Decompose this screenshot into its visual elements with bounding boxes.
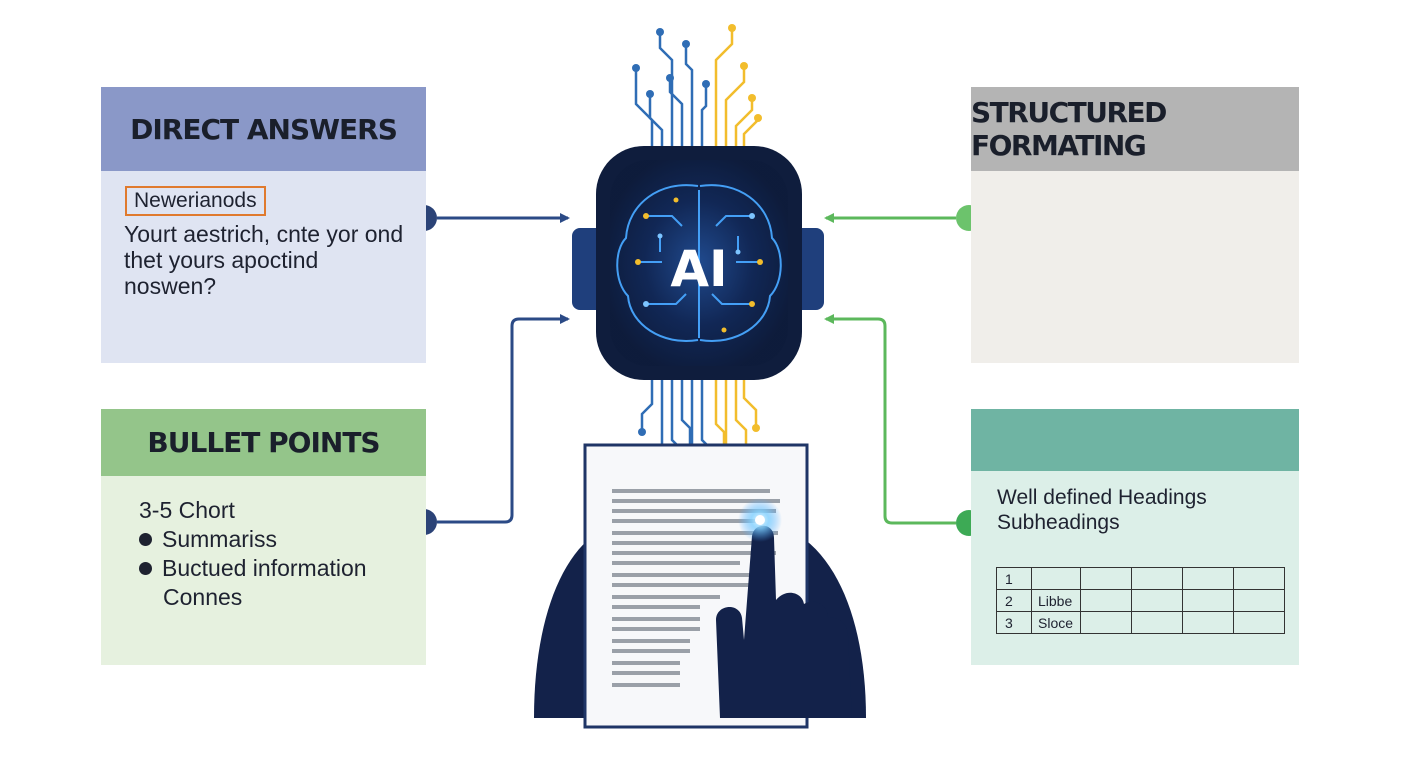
answer-text: Yourt aestrich, cnte yor ond thet yours …	[124, 221, 404, 299]
pointing-hand-icon	[716, 498, 852, 718]
connector-structured-formatting	[824, 205, 982, 231]
headings-text: Well defined Headings Subheadings	[997, 485, 1207, 535]
mini-table: 1 2 Libbe 3 Sloce	[996, 567, 1285, 634]
table-row: 1	[996, 567, 1285, 590]
ai-chip-label: AI	[670, 240, 727, 298]
table-cell: Sloce	[1031, 611, 1081, 634]
card-body: 3-5 Chort Summariss Buctued information …	[101, 476, 426, 665]
list-item-text: 3-5 Chort	[139, 497, 235, 523]
table-cell: 2	[996, 589, 1032, 612]
card-structured-formatting: STRUCTURED FORMATING	[971, 87, 1299, 363]
table-cell: 1	[996, 567, 1032, 590]
subheading-line: Subheadings	[997, 511, 1120, 534]
card-direct-answers: DIRECT ANSWERS Newerianods Yourt aestric…	[101, 87, 426, 363]
circuit-traces-top	[632, 24, 762, 160]
bullet-list: 3-5 Chort Summariss Buctued information …	[139, 496, 367, 612]
ai-chip: AI	[572, 146, 824, 380]
card-bullet-points: BULLET POINTS 3-5 Chort Summariss Buctue…	[101, 409, 426, 665]
connector-bullet-points	[411, 314, 570, 535]
card-body	[971, 171, 1299, 363]
list-item-text: Summariss	[162, 526, 278, 552]
card-title: BULLET POINTS	[101, 409, 426, 476]
list-item: 3-5 Chort	[139, 496, 367, 525]
card-header-bar	[971, 409, 1299, 471]
list-item: Buctued information	[139, 554, 367, 583]
table-row: 2 Libbe	[996, 589, 1285, 612]
card-title: STRUCTURED FORMATING	[971, 87, 1299, 171]
highlighted-answer: Newerianods	[125, 186, 266, 216]
table-cell: 3	[996, 611, 1032, 634]
table-cell	[1031, 567, 1081, 590]
card-title: DIRECT ANSWERS	[101, 87, 426, 171]
list-item: Summariss	[139, 525, 367, 554]
card-headings: Well defined Headings Subheadings 1 2 Li…	[971, 409, 1299, 665]
connector-headings	[824, 314, 982, 536]
card-body: Newerianods Yourt aestrich, cnte yor ond…	[101, 171, 426, 363]
list-item-text: Connes	[163, 584, 243, 610]
list-item-text: Buctued information	[162, 555, 367, 581]
connector-direct-answers	[411, 205, 570, 231]
table-cell: Libbe	[1031, 589, 1081, 612]
bullet-icon	[139, 533, 152, 546]
heading-line: Well defined Headings	[997, 486, 1207, 509]
table-row: 3 Sloce	[996, 611, 1285, 634]
card-body: Well defined Headings Subheadings 1 2 Li…	[971, 471, 1299, 665]
brain-circuit-icon	[616, 184, 782, 342]
bullet-icon	[139, 562, 152, 575]
list-item: Connes	[139, 583, 367, 612]
